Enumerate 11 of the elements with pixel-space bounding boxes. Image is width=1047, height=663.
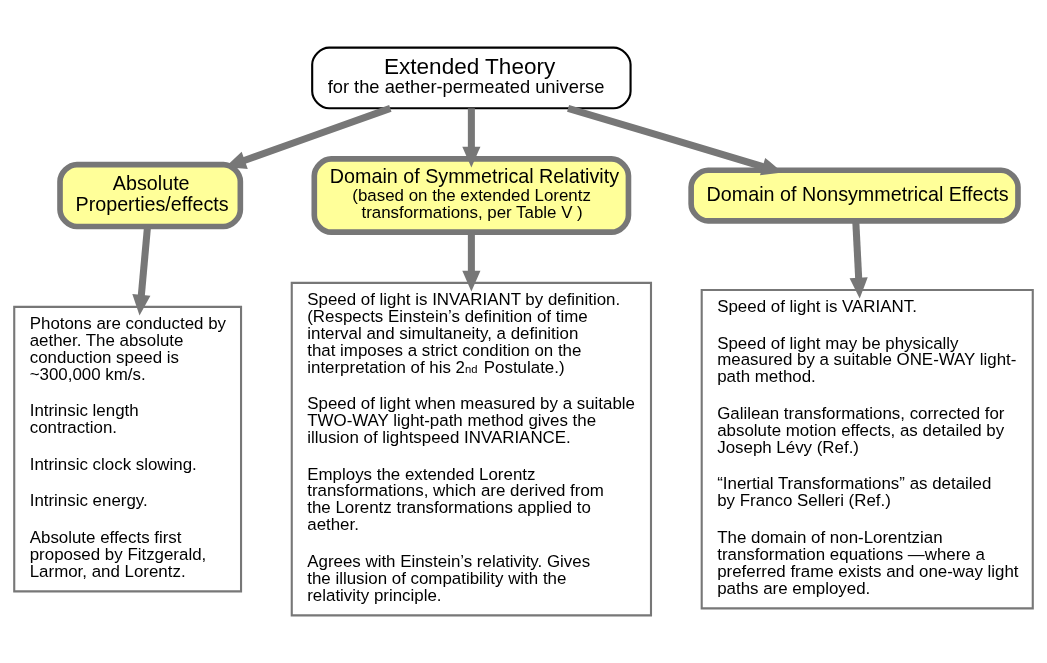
arrow bbox=[462, 232, 481, 292]
node-box: Domain of Nonsymmetrical Effects bbox=[688, 167, 1021, 224]
node-box: Speed of light is VARIANT. Speed of light may be physically measured by a suitable ONE-WAY light-path method. Galilean transformations, corrected for absolute motion effects, as detailed by Joseph Lévy (Ref.) “Inertial Transformations” as detailed by Franco Selleri (Ref.) The domain of non-Lorentzian transformation equations —where a preferred frame exists and one-way light paths are employed. bbox=[700, 288, 1034, 610]
node-box: Domain of Symmetrical Relativity (based on the extended Lorentz transformations, per Table V ) bbox=[311, 156, 632, 235]
node-box: Photons are conducted by aether. The absolute conduction speed is ~300,000 km/s. Intrinsic length contraction. Intrinsic clock slowing. Intrinsic energy. Absolute effects first proposed by Fitzgerald, Larmor, and Lorentz. bbox=[13, 305, 243, 593]
node-box: Speed of light is INVARIANT by definition. (Respects Einstein’s definition of time interval and simultaneity, a definition that imposes a strict condition on the interpretation of his 2nd Postulate.) Speed of light when measured by a suitable TWO-WAY light-path method gives the illusion of lightspeed INVARIANCE. Employs the extended Lorentz transformations, which are derived from the Lorentz transformations applied to aether. Agrees with Einstein’s relativity. Gives the illusion of compatibility with the relativity principle. bbox=[290, 281, 653, 617]
arrow bbox=[132, 226, 151, 316]
node-box: Absolute Properties/effects bbox=[57, 161, 244, 230]
arrow bbox=[225, 105, 392, 169]
arrow bbox=[849, 220, 868, 299]
node-box: Extended Theory for the aether-permeated universe bbox=[311, 46, 632, 110]
